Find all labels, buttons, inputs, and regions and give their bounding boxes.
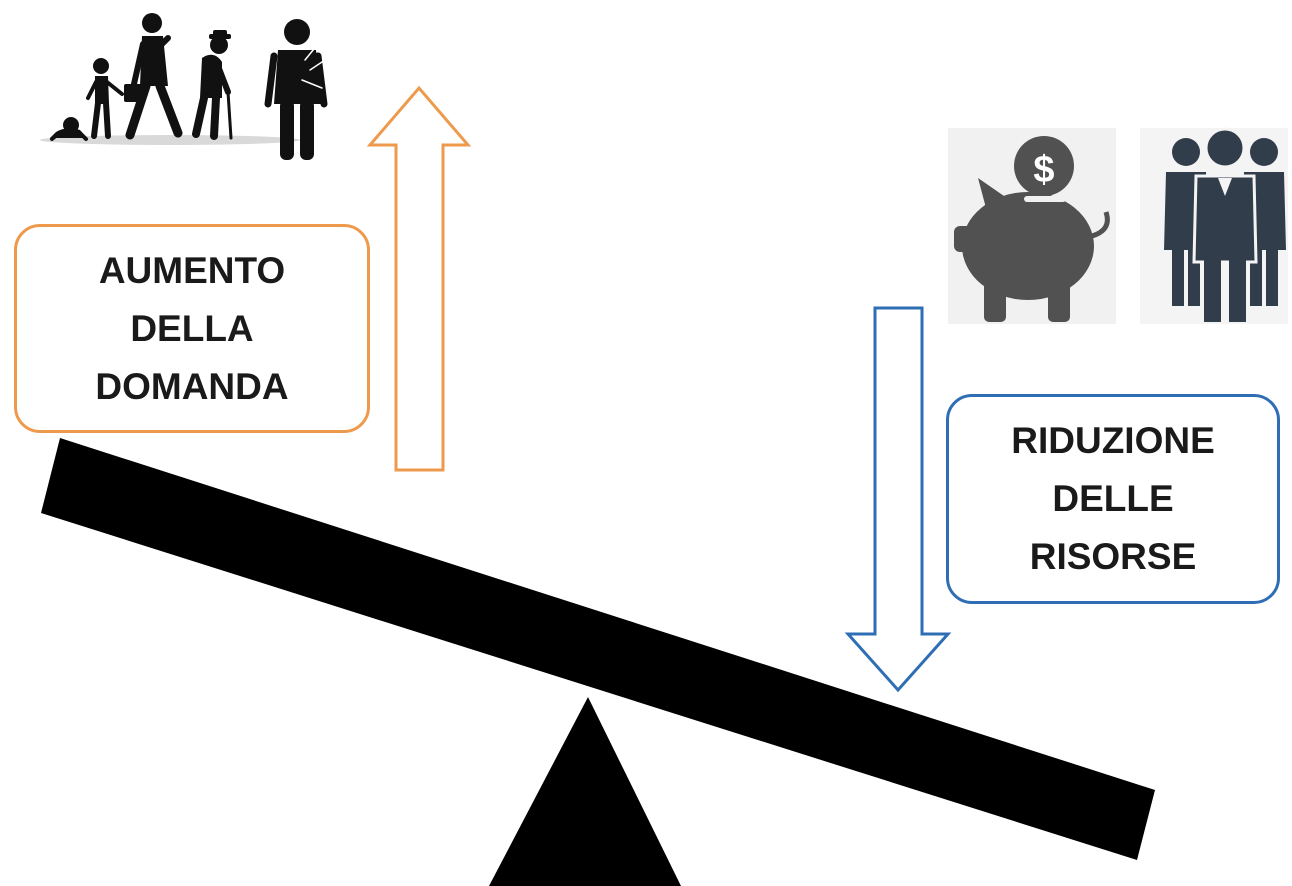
up-arrow [366,85,472,472]
resources-box-line-1: RIDUZIONE [1011,420,1215,461]
resources-box-line-3: RISORSE [1029,536,1197,577]
elderly-silhouette [192,30,233,140]
seesaw [41,438,1155,886]
demand-increase-box: AUMENTO DELLA DOMANDA [14,224,370,433]
adult-silhouette [124,13,183,140]
child-silhouette [86,58,124,139]
down-arrow [844,306,952,693]
piggy-bank-dollar-icon: $ [948,128,1116,324]
human-life-stages-icon [40,13,329,160]
coin-dollar-symbol: $ [1033,149,1054,191]
resources-reduction-box: RIDUZIONE DELLE RISORSE [946,394,1280,604]
seesaw-fulcrum [489,697,681,886]
demand-box-line-2: DELLA [130,307,254,349]
standing-person-silhouette [264,19,329,160]
demand-box-line-1: AUMENTO [98,249,286,291]
resources-box-line-2: DELLE [1052,478,1174,519]
seesaw-plank [41,438,1155,860]
demand-box-line-3: DOMANDA [95,365,289,407]
group-of-people-icon [1140,127,1288,324]
baby-silhouette [50,117,88,141]
